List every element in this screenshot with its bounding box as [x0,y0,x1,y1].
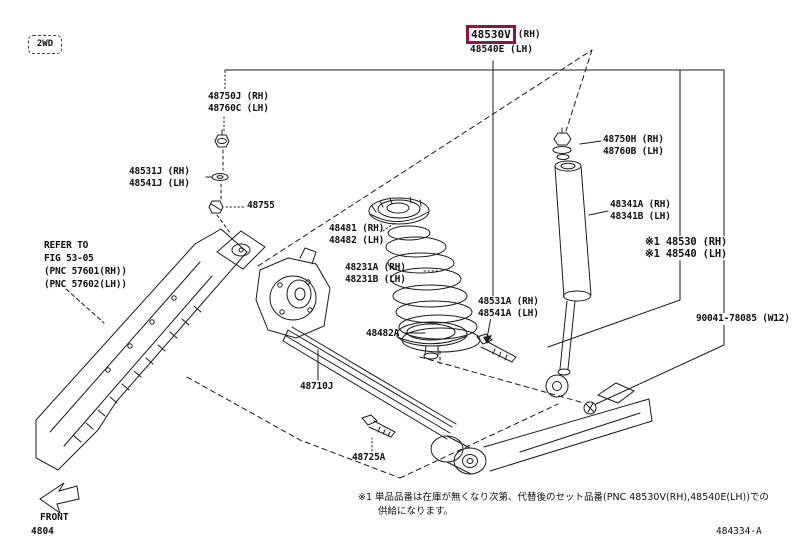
supply-footnote: ※1 単品品番は在庫が無くなり次第、代替後のセット品番(PNC 48530V(R… [358,491,769,518]
part-number-line: 48481 (RH) [329,223,385,234]
set-bracket-lines [216,60,725,405]
refer-line: (PNC 57601(RH)) [44,266,127,277]
part-number-line: 48531J (RH) [129,166,190,177]
part-number-line: 48760C (LH) [208,102,269,114]
frame-rail-drawing [35,228,248,471]
part-label-48231A[interactable]: 48231A (RH) 48231B (LH) [345,262,406,285]
body-bracket-drawing [216,230,266,270]
refer-line: FIG 53-05 [44,253,94,264]
part-label-48530-ref[interactable]: ※1 48530 (RH) ※1 48540 (LH) [644,236,729,260]
part-number-line: 48750J (RH) [208,91,269,102]
part-number-line: 48725A [352,452,386,463]
part-number-line: 48482 (LH) [329,234,385,246]
part-number-line: 90041-78085 (W12) [696,313,790,324]
projection-lines [186,49,593,479]
part-label-48750J[interactable]: 48750J (RH) 48760C (LH) [208,91,269,114]
pair-part-number: 48540E (LH) [470,44,533,55]
part-number-line: 48231B (LH) [345,273,406,285]
part-label-48750H[interactable]: 48750H (RH) 48760B (LH) [603,134,664,157]
part-number-line: 48341A (RH) [610,199,671,210]
part-number-line: ※1 48530 (RH) [645,236,728,248]
front-label: FRONT [40,512,69,523]
part-label-48530V[interactable]: 48530V (RH) 48540E (LH) [466,25,541,55]
part-number-line: 48231A (RH) [345,262,406,273]
fastener-drawings [208,129,517,438]
drawing-code: 484334-A [716,526,762,537]
part-number-line: ※1 48540 (LH) [645,248,728,260]
part-number-line: 48710J [300,381,334,392]
refer-line: REFER TO [44,240,89,251]
upper-insulator-drawing [368,196,430,225]
part-number-line: 48541J (LH) [129,177,190,189]
part-label-48755[interactable]: 48755 [247,200,275,212]
part-label-48710J[interactable]: 48710J [300,381,333,393]
highlighted-part-number: 48530V [466,25,516,44]
part-label-90041-78085[interactable]: 90041-78085 (W12) [695,313,791,325]
part-number-line: 48341B (LH) [610,210,671,222]
axle-beam-drawing [255,247,653,475]
part-number-line: 48750H (RH) [603,134,664,145]
refer-line: (PNC 57602(LH)) [44,279,127,290]
front-arrow-icon [39,482,80,515]
drive-type-badge: 2WD [28,35,62,54]
part-number-line: 48760B (LH) [603,145,664,157]
part-label-48482A[interactable]: 48482A [366,328,399,340]
part-number-line: 48482A [366,328,400,339]
refer-to-note[interactable]: REFER TO FIG 53-05 (PNC 57601(RH)) (PNC … [44,239,127,291]
shock-absorber-drawing [545,127,592,398]
part-label-48531A[interactable]: 48531A (RH) 48541A (LH) [477,296,540,319]
coil-spring-drawing [385,225,481,353]
washer-marker [583,401,597,415]
footnote-line: 供給になります。 [378,505,454,517]
footnote-line: ※1 単品品番は在庫が無くなり次第、代替後のセット品番(PNC 48530V(R… [358,492,769,503]
part-number-line: 48755 [247,200,275,211]
part-side: (RH) [517,29,541,40]
page-code: 4804 [31,526,54,537]
part-label-48481[interactable]: 48481 (RH) 48482 (LH) [329,223,384,246]
part-label-48341A[interactable]: 48341A (RH) 48341B (LH) [610,199,671,222]
lower-insulator-drawing [396,321,468,360]
part-number-line: 48541A (LH) [478,307,539,319]
part-number-line: 48531A (RH) [478,296,539,307]
part-label-48725A[interactable]: 48725A [352,452,385,464]
part-label-48531J[interactable]: 48531J (RH) 48541J (LH) [129,166,190,189]
